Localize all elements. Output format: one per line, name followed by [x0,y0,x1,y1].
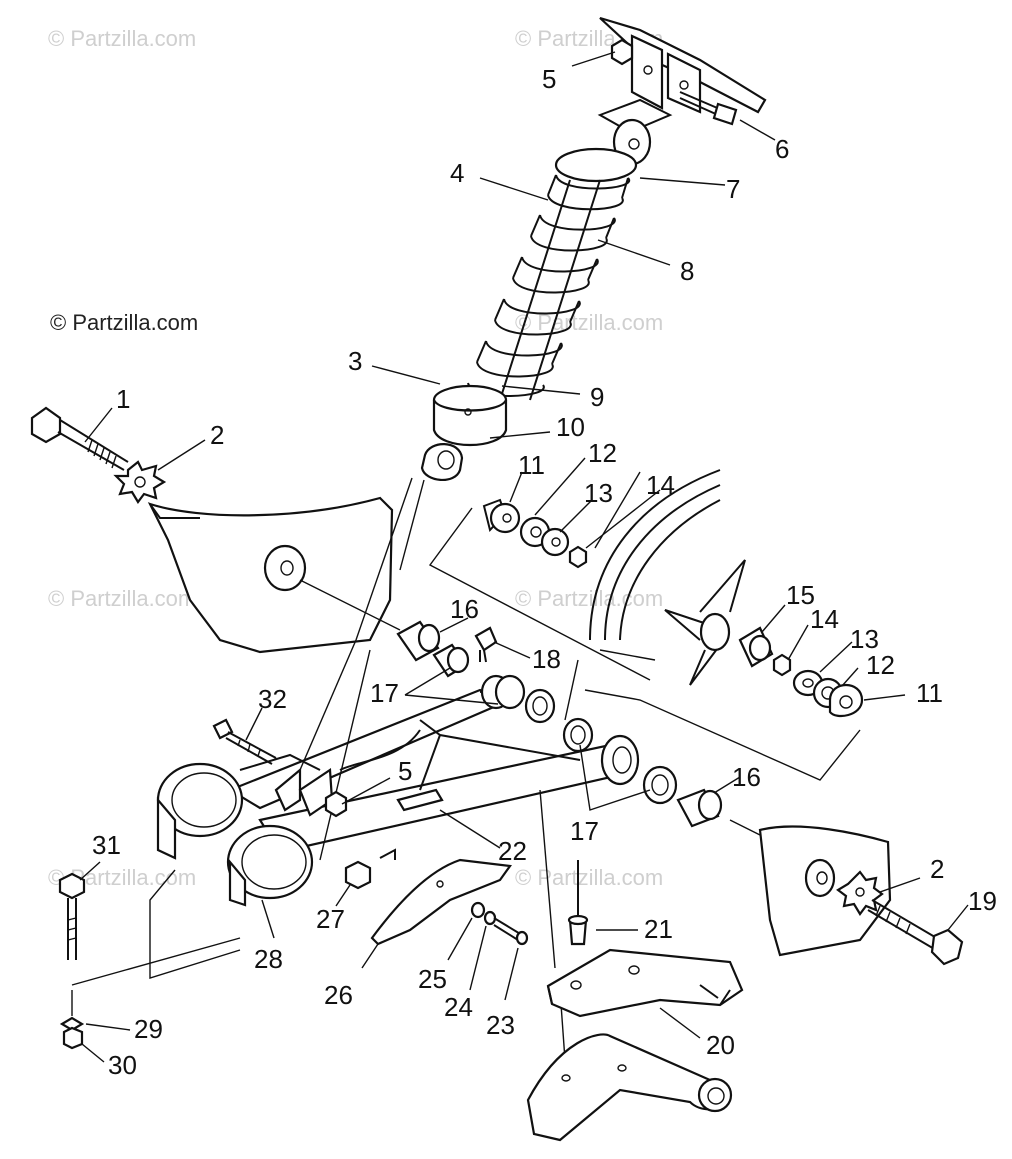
callout-32: 32 [258,684,287,714]
callout-labels: 5 6 4 7 8 3 9 10 1 2 11 12 13 14 15 14 1… [92,64,997,1080]
right-spacer [738,626,774,668]
leader-lines [79,51,969,1063]
right-star-washer [836,870,884,916]
callout-4: 4 [450,158,464,188]
callout-18: 18 [532,644,561,674]
bolt-21 [567,860,589,946]
bolt-32 [212,718,277,765]
callout-22: 22 [498,836,527,866]
right-nut [772,653,792,677]
callout-11: 11 [916,678,943,708]
callout-19: 19 [968,886,997,916]
right-pivot-bolt [867,899,964,966]
bushing-16-right [676,788,723,828]
upper-mount-bolt [679,91,738,126]
callout-31: 31 [92,830,121,860]
callout-7: 7 [726,174,740,204]
callout-27: 27 [316,904,345,934]
nut-27 [344,860,372,890]
watermark: © Partzilla.com [515,865,663,890]
watermark: © Partzilla.com [48,586,196,611]
callout-2: 2 [930,854,944,884]
bushing-17-left-a [432,643,470,678]
wheel-outline [589,469,721,641]
upper-hardware-box [428,471,651,681]
left-pivot-bolt [30,406,129,471]
callout-3: 3 [348,346,362,376]
bushing-17-left-b [494,674,556,724]
callout-13: 13 [584,478,613,508]
bushing-17-right [562,717,678,805]
callout-28: 28 [254,944,283,974]
watermark: © Partzilla.com [515,586,663,611]
callout-1: 1 [116,384,130,414]
callout-5: 5 [542,64,556,94]
watermark: © Partzilla.com [48,26,196,51]
callout-23: 23 [486,1010,515,1040]
right-washer-11 [828,684,864,718]
callout-17: 17 [370,678,399,708]
upper-mount-bracket [597,16,767,134]
callout-20: 20 [706,1030,735,1060]
shock-absorber [420,118,652,481]
callout-25: 25 [418,964,447,994]
callout-13: 13 [850,624,879,654]
right-mount-plate [758,825,892,957]
callout-30: 30 [108,1050,137,1080]
washer-29 [59,1016,85,1032]
callout-8: 8 [680,256,694,286]
hub-spokes [664,559,746,686]
callout-21: 21 [644,914,673,944]
left-mount-plate [147,496,394,654]
callout-12: 12 [866,650,895,680]
chain-guide [370,848,512,946]
callout-14: 14 [646,470,675,500]
callout-16: 16 [732,762,761,792]
callout-24: 24 [444,992,473,1022]
callout-26: 26 [324,980,353,1010]
callout-17: 17 [570,816,599,846]
callout-9: 9 [590,382,604,412]
watermark-main: © Partzilla.com [50,310,198,335]
swing-arm [156,674,640,907]
grease-fitting [474,626,498,663]
left-star-washer [113,460,167,504]
lower-arm-bracket [526,1033,733,1142]
bolt-31 [58,872,86,960]
nut-30 [62,1026,84,1050]
callout-12: 12 [588,438,617,468]
upper-locknut [610,38,634,66]
chain-guide-screw [470,901,529,946]
callout-14: 14 [810,604,839,634]
callout-2: 2 [210,420,224,450]
assembly-lines [71,477,861,1061]
swingarm-locknut [324,790,348,818]
coil-spring [467,174,631,397]
callout-11: 11 [518,450,545,480]
callout-15: 15 [786,580,815,610]
callout-5: 5 [398,756,412,786]
bushing-16-left [396,620,441,662]
callout-10: 10 [556,412,585,442]
callout-29: 29 [134,1014,163,1044]
chain-slider-block [546,948,744,1018]
callout-16: 16 [450,594,479,624]
callout-6: 6 [775,134,789,164]
